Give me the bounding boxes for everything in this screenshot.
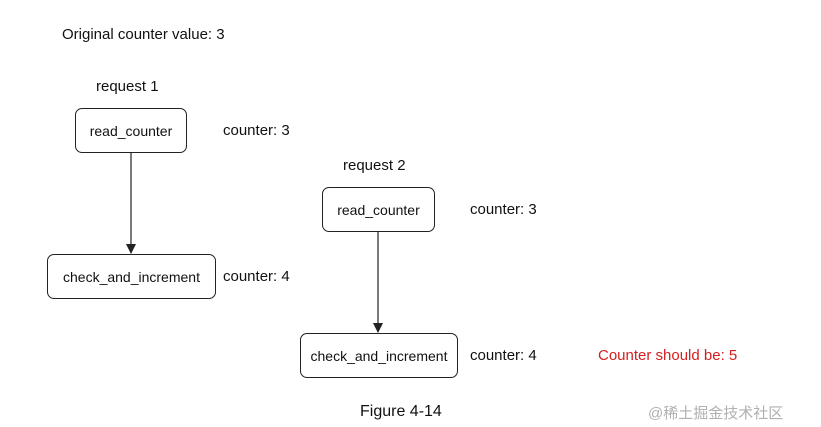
- request2-increment-value: counter: 4: [470, 347, 537, 364]
- expected-counter-note: Counter should be: 5: [598, 347, 738, 364]
- request1-increment-node: check_and_increment: [47, 254, 216, 299]
- request2-read-counter-node: read_counter: [322, 187, 435, 232]
- watermark: @稀土掘金技术社区: [648, 405, 784, 422]
- request2-increment-node: check_and_increment: [300, 333, 458, 378]
- request2-increment-label: check_and_increment: [310, 347, 448, 364]
- request2-read-counter-value: counter: 3: [470, 201, 537, 218]
- request1-read-counter-node: read_counter: [75, 108, 187, 153]
- request1-read-counter-label: read_counter: [89, 122, 173, 139]
- request1-read-counter-value: counter: 3: [223, 122, 290, 139]
- request1-increment-label: check_and_increment: [63, 268, 200, 285]
- request1-title: request 1: [96, 78, 159, 95]
- request2-read-counter-label: read_counter: [337, 201, 420, 218]
- request1-increment-value: counter: 4: [223, 268, 290, 285]
- figure-caption: Figure 4-14: [360, 403, 442, 420]
- original-counter-label: Original counter value: 3: [62, 26, 225, 43]
- request2-title: request 2: [343, 157, 406, 174]
